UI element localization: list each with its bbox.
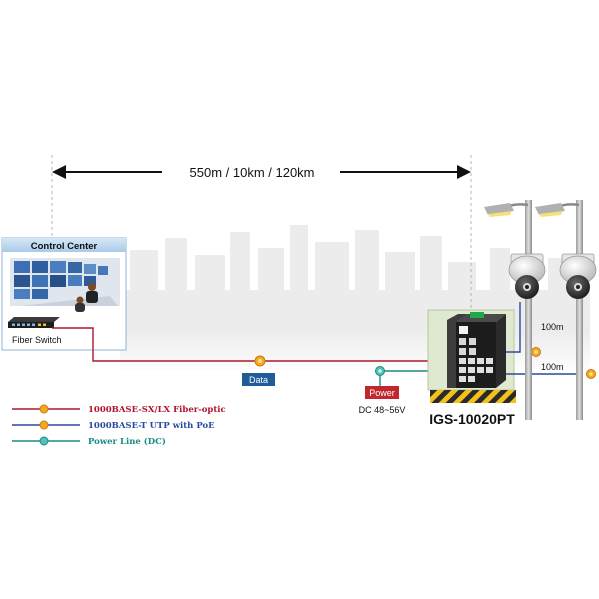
svg-text:1000BASE-SX/LX Fiber-optic: 1000BASE-SX/LX Fiber-optic bbox=[88, 405, 226, 415]
light-pole-left-icon bbox=[484, 200, 532, 420]
svg-text:Power Line (DC): Power Line (DC) bbox=[88, 436, 166, 447]
left-arrowhead-icon bbox=[52, 165, 66, 179]
data-tag: Data bbox=[242, 373, 275, 386]
legend: 1000BASE-SX/LX Fiber-optic 1000BASE-T UT… bbox=[12, 404, 226, 447]
monitor-wall-icon bbox=[10, 258, 120, 306]
legend-item-power: Power Line (DC) bbox=[12, 436, 166, 447]
poe-connector-lower-icon bbox=[586, 369, 596, 379]
distance-dimension: 550m / 10km / 120km bbox=[51, 155, 472, 320]
svg-text:1000BASE-T UTP with PoE: 1000BASE-T UTP with PoE bbox=[88, 421, 215, 431]
cable-length-lower: 100m bbox=[541, 362, 564, 372]
legend-item-fiber: 1000BASE-SX/LX Fiber-optic bbox=[12, 404, 226, 415]
poe-connector-upper-icon bbox=[531, 347, 541, 357]
operator-icon bbox=[75, 283, 98, 312]
device-model-label: IGS-10020PT bbox=[429, 411, 515, 427]
power-connector-icon bbox=[375, 366, 385, 376]
control-center-title: Control Center bbox=[31, 241, 98, 252]
industrial-switch-icon bbox=[447, 312, 506, 388]
legend-item-utp: 1000BASE-T UTP with PoE bbox=[12, 420, 215, 431]
fiber-switch-label: Fiber Switch bbox=[12, 335, 62, 345]
power-tag: Power bbox=[365, 386, 399, 399]
cable-length-upper: 100m bbox=[541, 322, 564, 332]
poe-connector-icon bbox=[39, 420, 49, 430]
fiber-switch-icon bbox=[8, 317, 60, 328]
ip-camera-left-icon bbox=[508, 253, 546, 299]
ip-camera-right-icon bbox=[559, 253, 597, 299]
power-voltage-label: DC 48~56V bbox=[359, 405, 406, 415]
light-pole-right-icon bbox=[535, 200, 583, 420]
distance-label: 550m / 10km / 120km bbox=[190, 165, 315, 180]
right-arrowhead-icon bbox=[457, 165, 471, 179]
fiber-connector-icon bbox=[254, 355, 266, 367]
fiber-connector-icon bbox=[39, 404, 49, 414]
svg-text:Data: Data bbox=[249, 375, 268, 385]
svg-text:Power: Power bbox=[369, 388, 395, 398]
control-center: Control Center bbox=[1, 237, 127, 351]
power-connector-icon bbox=[39, 436, 49, 446]
